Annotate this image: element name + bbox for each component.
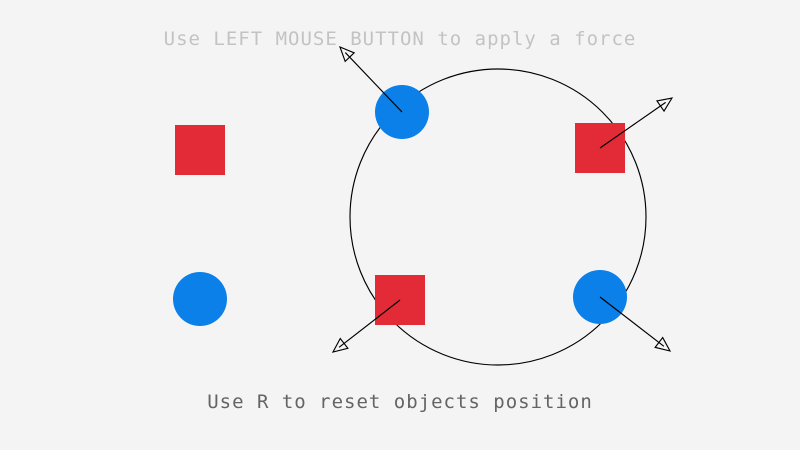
force-square-top-right-arrowhead-icon bbox=[655, 97, 674, 113]
hint-reset-objects: Use R to reset objects position bbox=[207, 391, 593, 413]
bodies-group[interactable] bbox=[173, 85, 627, 326]
force-circle-top bbox=[339, 45, 403, 113]
force-vectors-group bbox=[331, 45, 674, 353]
force-circle-top-arrowhead-icon bbox=[339, 45, 356, 63]
force-circle-top-shaft bbox=[344, 52, 403, 113]
force-square-bottom-center-arrowhead-icon bbox=[331, 337, 349, 353]
body-square-square-left-upper[interactable] bbox=[175, 125, 225, 175]
hint-apply-force: Use LEFT MOUSE BUTTON to apply a force bbox=[163, 28, 637, 50]
boundary-circle bbox=[349, 68, 647, 366]
force-square-bottom-center-shaft bbox=[338, 299, 401, 348]
force-circle-bottom-right-arrowhead-icon bbox=[654, 336, 672, 352]
force-circle-bottom-right bbox=[599, 296, 672, 352]
force-square-top-right bbox=[599, 97, 674, 149]
boundary-circle-group bbox=[349, 68, 647, 366]
force-circle-bottom-right-shaft bbox=[599, 296, 665, 347]
body-circle-circle-left-lower[interactable] bbox=[173, 272, 227, 326]
force-square-bottom-center bbox=[331, 299, 401, 353]
force-square-top-right-shaft bbox=[599, 101, 667, 149]
